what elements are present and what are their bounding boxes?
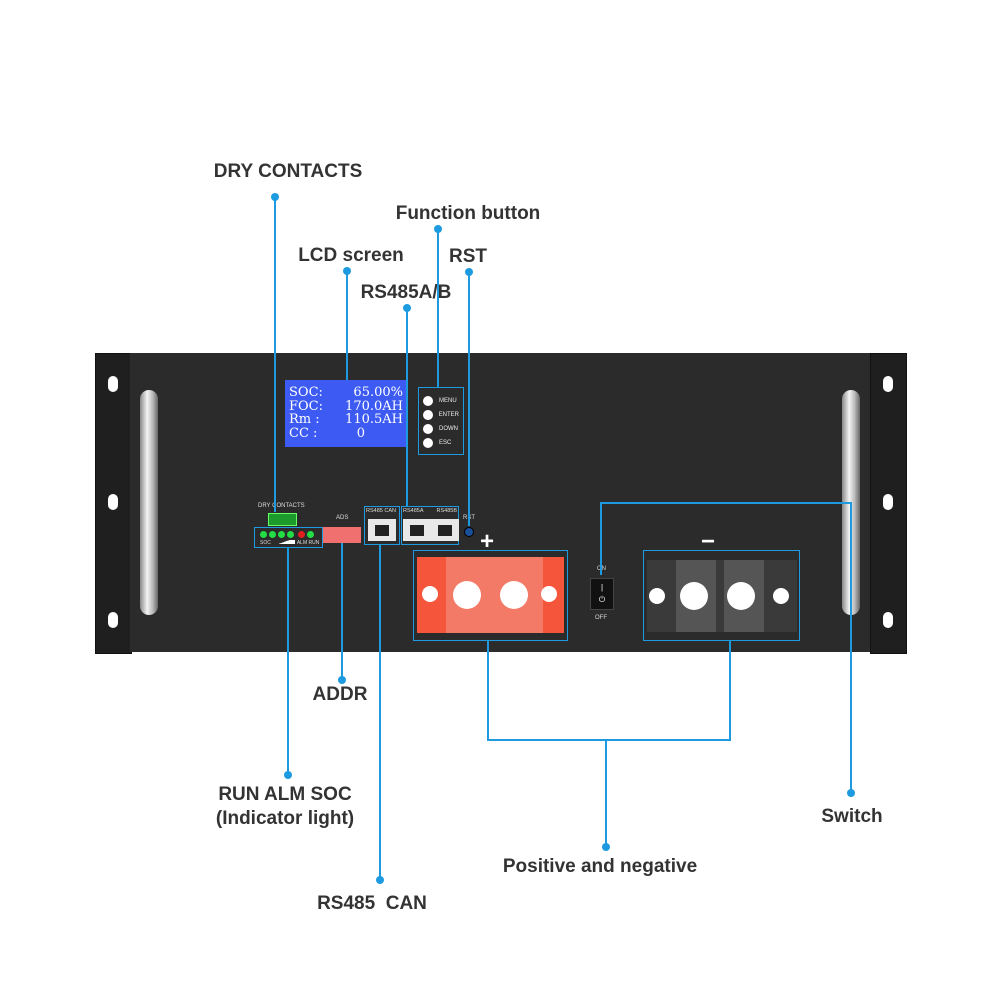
lcd-key: SOC: xyxy=(289,385,323,400)
enter-button[interactable]: ENTER xyxy=(423,408,459,422)
leader-dot xyxy=(343,267,351,275)
lcd-key: Rm : xyxy=(289,412,320,427)
label-rs485-can: RS485 CAN xyxy=(317,893,427,914)
rs485b-port[interactable] xyxy=(431,519,459,541)
on-text: ON xyxy=(597,566,606,572)
leader-terminals xyxy=(487,641,731,847)
label-lcd-screen: LCD screen xyxy=(298,245,404,266)
rs485-can-port[interactable] xyxy=(368,519,396,541)
label-dry-contacts: DRY CONTACTS xyxy=(213,161,363,182)
leader-dot xyxy=(602,843,610,851)
function-buttons: MENU ENTER DOWN ESC xyxy=(418,387,464,455)
rs485b-text: RS485B xyxy=(436,508,458,514)
leader-dot xyxy=(403,304,411,312)
dry-contacts-connector[interactable] xyxy=(268,513,297,526)
label-rs485ab: RS485A/B xyxy=(360,282,452,303)
leader-dot xyxy=(271,193,279,201)
leader-dot xyxy=(465,268,473,276)
positive-terminal[interactable] xyxy=(417,557,564,633)
indicator-lights: SOC ALM RUN xyxy=(254,527,323,548)
right-handle[interactable] xyxy=(842,390,860,615)
lcd-screen: SOC: 65.00% FOC: 170.0AH Rm : 110.5AH CC : 0 xyxy=(285,380,408,447)
rs485ab-port-group: RS485A RS485B xyxy=(401,506,459,545)
label-addr: ADDR xyxy=(312,684,368,705)
leader-dot xyxy=(847,789,855,797)
lcd-value: 65.00% xyxy=(353,385,403,400)
esc-button[interactable]: ESC xyxy=(423,436,459,450)
off-text: OFF xyxy=(595,615,607,621)
label-positive-negative: Positive and negative xyxy=(502,856,698,877)
negative-terminal[interactable] xyxy=(647,560,797,632)
lcd-value: 0 xyxy=(356,425,365,441)
rst-text: RST xyxy=(463,515,475,521)
lcd-value: 170.0AH xyxy=(345,398,403,414)
label-rst: RST xyxy=(449,246,487,267)
left-handle[interactable] xyxy=(140,390,158,615)
left-rack-ear xyxy=(95,353,132,654)
rs485a-port[interactable] xyxy=(403,519,431,541)
label-indicator-light: (Indicator light) xyxy=(215,808,355,829)
run-text: RUN xyxy=(308,540,320,546)
address-dip-switch[interactable] xyxy=(323,527,361,543)
label-run-alm-soc: RUN ALM SOC xyxy=(218,784,352,805)
leader-dot xyxy=(284,771,292,779)
rst-button[interactable] xyxy=(464,527,474,537)
ads-text: ADS xyxy=(336,515,349,521)
menu-button[interactable]: MENU xyxy=(423,394,459,408)
power-switch[interactable]: |⏻ xyxy=(590,578,614,610)
soc-text: SOC xyxy=(260,540,271,546)
leader-dot xyxy=(376,876,384,884)
lcd-value: 110.5AH xyxy=(345,412,403,427)
label-function-button: Function button xyxy=(395,203,541,224)
rs485a-text: RS485A xyxy=(403,508,424,514)
alm-text: ALM xyxy=(296,540,308,546)
lcd-key: FOC: xyxy=(289,398,324,414)
down-button[interactable]: DOWN xyxy=(423,422,459,436)
positive-terminal-box xyxy=(413,550,568,641)
rs485-can-text: RS485 CAN xyxy=(366,508,396,514)
label-indicator: RUN ALM SOC (Indicator light) xyxy=(216,783,354,831)
leader-dot xyxy=(434,225,442,233)
label-switch: Switch xyxy=(821,806,883,827)
plus-sign: + xyxy=(480,528,495,555)
rs485-can-port-group: RS485 CAN xyxy=(364,506,400,545)
lcd-key: CC : xyxy=(289,425,318,441)
dry-contacts-text: DRY CONTACTS xyxy=(258,503,305,509)
right-rack-ear xyxy=(870,353,907,654)
